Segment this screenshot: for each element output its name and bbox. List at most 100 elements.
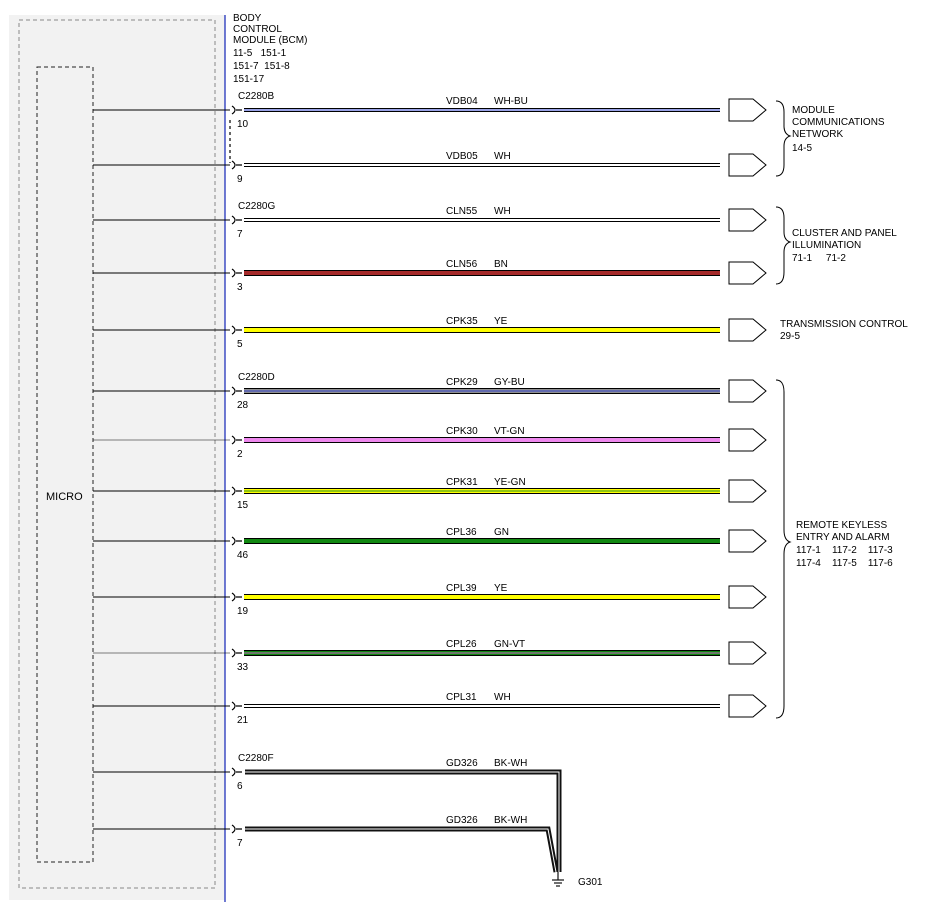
connector-pin-icon [231,592,242,602]
wire-vdb05-pin-9: VDB05 WH 9 [93,151,767,185]
terminal-arrow-icon [728,479,767,503]
circuit-label: GD326 [446,815,478,826]
terminal-arrow-icon [728,694,767,718]
connector-pin-icon [231,435,242,445]
bcm-name-line: CONTROL [233,24,282,35]
destination-label: 14-5 [792,143,812,154]
circuit-label: CPK29 [446,377,478,388]
terminal-arrow-icon [728,585,767,609]
circuit-label: CLN56 [446,259,478,270]
ground-wire-7 [245,826,559,873]
terminal-arrow-icon [728,641,767,665]
bcm-body [9,15,225,900]
pin-number: 7 [237,229,243,240]
bcm-name-line: MODULE (BCM) [233,35,307,46]
brace-cluster-illumination [775,206,792,285]
ground-label: G301 [578,877,603,888]
wire-cln55-pin-7: CLN55 WH 7 C2280G [93,201,767,240]
wire-color-label: WH [494,692,511,703]
destination-label: ILLUMINATION [792,240,861,251]
terminal-arrow-icon [728,261,767,285]
bcm-name-line: 151-7 151-8 [233,61,290,72]
pin-number: 15 [237,500,249,511]
pin-number: 10 [237,119,249,130]
destination-label: COMMUNICATIONS [792,117,885,128]
pin-number: 5 [237,339,243,350]
terminal-arrow-icon [728,529,767,553]
destination-label: CLUSTER AND PANEL [792,228,897,239]
destination-label: 117-1 117-2 117-3 [796,545,893,556]
pin-number: 6 [237,781,243,792]
connector-pin-icon [231,325,242,335]
circuit-label: CPL26 [446,639,477,650]
terminal-arrow-icon [728,208,767,232]
pin-number: 9 [237,174,243,185]
destination-labels: MODULE COMMUNICATIONS NETWORK 14-5 CLUST… [780,105,908,569]
wire-color-label: YE [494,583,508,594]
wire-color-label: VT-GN [494,426,525,437]
pin-number: 21 [237,715,249,726]
destination-label: NETWORK [792,129,843,140]
wire-cpk30-pin-2: CPK30 VT-GN 2 [93,426,767,460]
connector-pin-icon [231,105,242,115]
destination-label: 29-5 [780,331,800,342]
bcm-name: BODY CONTROL MODULE (BCM) 11-5 151-1 151… [233,13,307,85]
terminal-arrow-icon [728,428,767,452]
bcm-module: MICRO [9,15,226,902]
micro-label: MICRO [46,491,83,503]
bcm-inner-dashed-outline [18,19,216,889]
destination-label: MODULE [792,105,835,116]
circuit-label: CPK35 [446,316,478,327]
connector-pin-icon [231,386,242,396]
connector-label: C2280B [238,91,274,102]
ground-symbol-icon [552,879,564,887]
brace-module-communications [775,100,792,177]
circuit-label: VDB05 [446,151,478,162]
wire-color-label: YE [494,316,508,327]
terminal-arrow-icon [728,318,767,342]
ground-wire-6-stripe [245,771,560,872]
pin-number: 28 [237,400,249,411]
connector-pin-icon [231,648,242,658]
connector-pin-icon [231,536,242,546]
connector-pin-icon [231,268,242,278]
connector-label: C2280F [238,753,274,764]
destination-label: 71-1 71-2 [792,253,846,264]
wire-cln56-pin-3: CLN56 BN 3 [93,259,767,293]
circuit-label: GD326 [446,758,478,769]
connector-pin-icon [231,160,242,170]
circuit-label: CPL39 [446,583,477,594]
wire-color-label: GY-BU [494,377,525,388]
circuit-label: CPK31 [446,477,478,488]
connector-label: C2280G [238,201,275,212]
bcm-name-line: 11-5 151-1 [233,48,287,59]
circuit-label: CPK30 [446,426,478,437]
wire-color-label: WH [494,151,511,162]
brace-remote-keyless [775,379,792,719]
micro-box [36,66,94,863]
destination-label: REMOTE KEYLESS [796,520,887,531]
ground-wire-7-stripe [245,828,557,873]
pin-number: 3 [237,282,243,293]
wire-color-label: WH-BU [494,96,528,107]
terminal-arrow-icon [728,153,767,177]
wire-color-label: BN [494,259,508,270]
connector-pin-icon [231,824,242,834]
circuit-label: CLN55 [446,206,478,217]
wire-color-label: BK-WH [494,815,527,826]
bcm-name-line: BODY [233,13,262,24]
pin-number: 2 [237,449,243,460]
wire-color-label: WH [494,206,511,217]
connector-pin-icon [231,215,242,225]
terminal-arrow-icon [728,98,767,122]
bcm-name-line: 151-17 [233,74,265,85]
destination-braces [775,100,792,719]
destination-label: TRANSMISSION CONTROL [780,319,908,330]
